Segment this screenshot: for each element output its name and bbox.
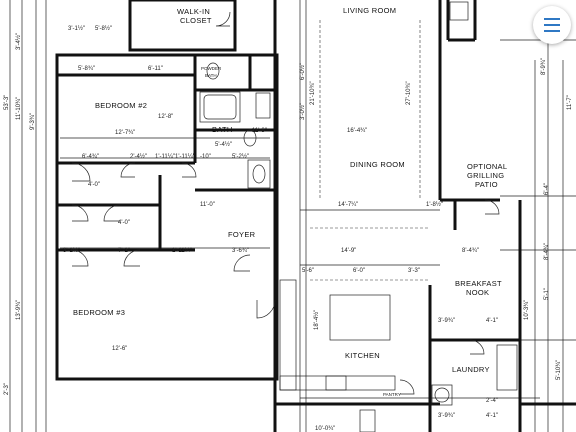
svg-text:1'-8½": 1'-8½" xyxy=(426,201,443,208)
svg-text:3'-6¾": 3'-6¾" xyxy=(232,248,249,254)
svg-text:9'-3¾": 9'-3¾" xyxy=(30,113,36,130)
svg-text:3'-4½": 3'-4½" xyxy=(15,33,22,50)
svg-text:6'-0": 6'-0" xyxy=(353,268,365,274)
svg-text:13'-9¾": 13'-9¾" xyxy=(16,300,22,320)
room-powder-bath-line2: BATH xyxy=(205,73,217,78)
svg-text:5'-10¾": 5'-10¾" xyxy=(556,360,562,380)
svg-text:2'-4½": 2'-4½" xyxy=(130,153,147,160)
svg-text:10'-0¾": 10'-0¾" xyxy=(315,426,335,432)
svg-text:7'-1": 7'-1" xyxy=(118,248,130,254)
svg-text:6'-4¾": 6'-4¾" xyxy=(82,154,99,160)
room-bath: BATH xyxy=(212,125,233,134)
svg-text:10'-3¾": 10'-3¾" xyxy=(524,300,530,320)
svg-text:8'-4¾": 8'-4¾" xyxy=(544,243,550,260)
walls xyxy=(55,0,576,432)
svg-text:11'-0": 11'-0" xyxy=(200,202,215,208)
vertical-dimension-texts: 21'-10¾" 27'-10¾" 6'-0½" 3'-0½" 11'-7" 5… xyxy=(4,33,573,395)
dimension-lines xyxy=(9,0,576,432)
menu-button[interactable] xyxy=(533,6,571,44)
fixtures xyxy=(199,1,518,432)
svg-text:14'-9": 14'-9" xyxy=(341,248,356,254)
svg-text:3'-1½": 3'-1½" xyxy=(63,247,80,254)
svg-text:5'-8½": 5'-8½" xyxy=(95,25,112,32)
door-swings xyxy=(71,11,500,395)
svg-text:5'-4½": 5'-4½" xyxy=(215,141,232,148)
room-patio-line3: PATIO xyxy=(475,180,498,189)
svg-text:5'-6": 5'-6" xyxy=(302,268,314,274)
room-pantry: PANTRY xyxy=(383,392,401,397)
svg-text:-10": -10" xyxy=(200,154,211,160)
svg-text:5'-8¾": 5'-8¾" xyxy=(78,66,95,72)
room-powder-bath-line1: POWDER xyxy=(201,66,222,71)
svg-text:11'-10¾": 11'-10¾" xyxy=(16,97,22,120)
svg-text:3'-1½": 3'-1½" xyxy=(68,25,85,32)
svg-text:11'-7": 11'-7" xyxy=(567,95,573,110)
svg-text:5'-1": 5'-1" xyxy=(544,288,550,300)
svg-text:6'-4": 6'-4" xyxy=(544,183,550,195)
svg-text:5'-2½": 5'-2½" xyxy=(232,153,249,160)
svg-text:12'-8": 12'-8" xyxy=(158,114,173,120)
svg-text:18'-4½": 18'-4½" xyxy=(313,310,320,330)
svg-text:14'-7¼": 14'-7¼" xyxy=(338,202,358,208)
room-bedroom-2: BEDROOM #2 xyxy=(95,101,147,110)
ceiling-lines xyxy=(310,20,430,281)
svg-text:4'-1": 4'-1" xyxy=(486,413,498,419)
svg-text:53'-3": 53'-3" xyxy=(4,95,10,110)
room-laundry: LAUNDRY xyxy=(452,365,490,374)
svg-text:6'-0½": 6'-0½" xyxy=(299,63,306,80)
room-kitchen: KITCHEN xyxy=(345,351,380,360)
svg-text:2'-4": 2'-4" xyxy=(486,398,498,404)
svg-text:11'-8": 11'-8" xyxy=(252,128,267,134)
svg-text:3'-9¾": 3'-9¾" xyxy=(438,413,455,419)
svg-text:27'-10¾": 27'-10¾" xyxy=(406,81,412,105)
svg-text:21'-10¾": 21'-10¾" xyxy=(310,81,316,105)
room-dining-room: DINING ROOM xyxy=(350,160,405,169)
svg-text:4'-0": 4'-0" xyxy=(88,182,100,188)
svg-text:1'-11¼": 1'-11¼" xyxy=(155,154,175,160)
room-breakfast-nook-line1: BREAKFAST xyxy=(455,279,502,288)
room-breakfast-nook-line2: NOOK xyxy=(466,288,489,297)
room-patio-line2: GRILLING xyxy=(467,171,504,180)
svg-text:3'-0½": 3'-0½" xyxy=(299,103,306,120)
svg-text:12'-7¾": 12'-7¾" xyxy=(115,130,135,136)
svg-text:4'-1": 4'-1" xyxy=(486,318,498,324)
svg-text:12'-6": 12'-6" xyxy=(112,346,127,352)
room-patio-line1: OPTIONAL xyxy=(467,162,507,171)
hamburger-menu-icon xyxy=(544,18,560,32)
svg-text:1'-11¼": 1'-11¼" xyxy=(175,154,195,160)
room-bedroom-3: BEDROOM #3 xyxy=(73,308,125,317)
room-living-room: LIVING ROOM xyxy=(343,6,396,15)
svg-text:8'-9¾": 8'-9¾" xyxy=(541,58,547,75)
room-walk-in-closet-line1: WALK-IN xyxy=(177,7,210,16)
svg-text:6'-11": 6'-11" xyxy=(148,66,163,72)
room-walk-in-closet-line2: CLOSET xyxy=(180,16,212,25)
svg-text:4'-0": 4'-0" xyxy=(118,220,130,226)
room-labels: WALK-IN CLOSET LIVING ROOM POWDER BATH B… xyxy=(73,6,507,397)
svg-text:8'-4¾": 8'-4¾" xyxy=(462,248,479,254)
svg-text:1'-11¼": 1'-11¼" xyxy=(172,248,192,254)
svg-text:3'-3": 3'-3" xyxy=(408,268,420,274)
svg-text:16'-4¾": 16'-4¾" xyxy=(347,128,367,134)
svg-text:2'-3": 2'-3" xyxy=(4,383,10,395)
dimension-texts: 5'-8¾" 6'-11" 12'-7¾" 12'-8" 5'-4½" 11'-… xyxy=(63,25,498,432)
room-foyer: FOYER xyxy=(228,230,256,239)
svg-text:3'-9¾": 3'-9¾" xyxy=(438,318,455,324)
